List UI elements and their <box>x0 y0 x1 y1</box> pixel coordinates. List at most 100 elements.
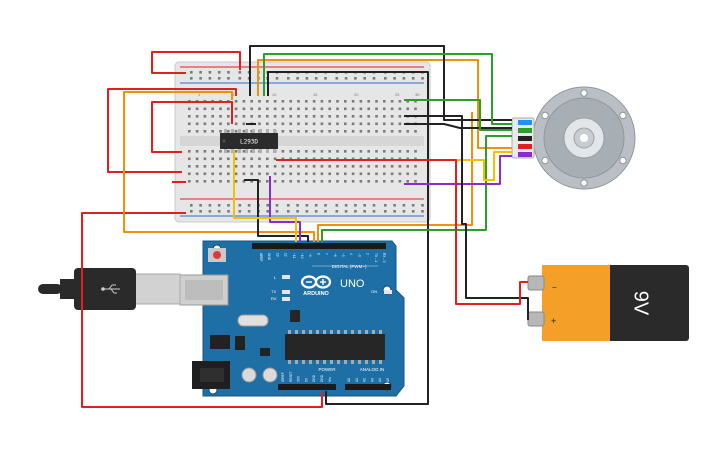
wire-red-battery[interactable] <box>276 159 528 305</box>
rail-hole[interactable] <box>344 77 348 80</box>
breadboard-hole[interactable] <box>383 130 386 133</box>
breadboard-hole[interactable] <box>367 100 370 103</box>
wire-orange-enable[interactable] <box>123 91 315 242</box>
breadboard-hole[interactable] <box>211 107 214 111</box>
breadboard-hole[interactable] <box>281 100 285 103</box>
breadboard-hole[interactable] <box>219 172 222 176</box>
wire-orange-motor[interactable] <box>257 59 512 149</box>
breadboard-hole[interactable] <box>312 180 316 183</box>
rail-hole[interactable] <box>324 77 327 80</box>
breadboard-hole[interactable] <box>234 107 238 111</box>
breadboard-hole[interactable] <box>336 107 339 111</box>
breadboard-hole[interactable] <box>289 150 292 153</box>
breadboard-hole[interactable] <box>266 165 269 168</box>
breadboard-hole[interactable] <box>351 107 355 111</box>
rail-hole[interactable] <box>199 71 202 74</box>
breadboard-hole[interactable] <box>328 150 331 153</box>
breadboard-hole[interactable] <box>398 115 402 118</box>
breadboard-hole[interactable] <box>289 107 292 111</box>
breadboard-hole[interactable] <box>359 122 363 126</box>
breadboard[interactable]: 1 5 10 15 20 25 30 <box>174 61 431 223</box>
breadboard-hole[interactable] <box>203 150 207 153</box>
breadboard-hole[interactable] <box>414 165 417 168</box>
breadboard-hole[interactable] <box>359 180 363 183</box>
breadboard-hole[interactable] <box>273 165 277 168</box>
rail-hole[interactable] <box>275 210 279 213</box>
rail-hole[interactable] <box>354 204 357 207</box>
breadboard-hole[interactable] <box>320 157 324 161</box>
breadboard-hole[interactable] <box>375 180 378 183</box>
breadboard-hole[interactable] <box>398 150 402 153</box>
breadboard-hole[interactable] <box>211 157 214 161</box>
breadboard-hole[interactable] <box>242 107 246 111</box>
breadboard-hole[interactable] <box>383 172 386 176</box>
rail-hole[interactable] <box>238 77 242 80</box>
wire-yellow[interactable] <box>233 150 297 242</box>
breadboard-hole[interactable] <box>344 100 347 103</box>
breadboard-hole[interactable] <box>258 122 261 126</box>
rail-hole[interactable] <box>199 204 202 207</box>
reset-button[interactable] <box>208 248 226 262</box>
breadboard-hole[interactable] <box>211 165 214 168</box>
breadboard-hole[interactable] <box>336 172 339 176</box>
rail-hole[interactable] <box>314 77 318 80</box>
breadboard-hole[interactable] <box>234 165 238 168</box>
breadboard-hole[interactable] <box>383 157 386 161</box>
breadboard-hole[interactable] <box>227 165 230 168</box>
rail-hole[interactable] <box>344 210 348 213</box>
breadboard-hole[interactable] <box>305 180 308 183</box>
breadboard-hole[interactable] <box>266 122 269 126</box>
breadboard-hole[interactable] <box>242 130 246 133</box>
wire-red-vcc[interactable] <box>107 88 237 173</box>
breadboard-hole[interactable] <box>266 157 269 161</box>
breadboard-hole[interactable] <box>351 165 355 168</box>
breadboard-hole[interactable] <box>203 122 207 126</box>
rail-hole[interactable] <box>363 204 366 207</box>
breadboard-hole[interactable] <box>219 157 222 161</box>
breadboard-hole[interactable] <box>281 157 285 161</box>
breadboard-hole[interactable] <box>359 157 363 161</box>
rail-hole[interactable] <box>296 210 299 213</box>
breadboard-hole[interactable] <box>297 107 300 111</box>
breadboard-hole[interactable] <box>266 172 269 176</box>
breadboard-hole[interactable] <box>375 107 378 111</box>
breadboard-hole[interactable] <box>242 172 246 176</box>
breadboard-hole[interactable] <box>344 157 347 161</box>
breadboard-hole[interactable] <box>390 130 394 133</box>
breadboard-hole[interactable] <box>297 157 300 161</box>
rail-hole[interactable] <box>363 210 366 213</box>
rail-hole[interactable] <box>411 210 415 213</box>
breadboard-hole[interactable] <box>336 180 339 183</box>
rail-hole[interactable] <box>238 210 242 213</box>
breadboard-hole[interactable] <box>367 172 370 176</box>
breadboard-hole[interactable] <box>406 157 409 161</box>
breadboard-hole[interactable] <box>219 180 222 183</box>
breadboard-hole[interactable] <box>289 165 292 168</box>
breadboard-hole[interactable] <box>273 180 277 183</box>
breadboard-hole[interactable] <box>281 180 285 183</box>
breadboard-hole[interactable] <box>273 172 277 176</box>
breadboard-hole[interactable] <box>398 100 402 103</box>
rail-hole[interactable] <box>247 210 251 213</box>
breadboard-hole[interactable] <box>390 115 394 118</box>
breadboard-hole[interactable] <box>188 180 191 183</box>
breadboard-hole[interactable] <box>414 172 417 176</box>
rail-hole[interactable] <box>305 204 309 207</box>
breadboard-hole[interactable] <box>250 150 253 153</box>
breadboard-hole[interactable] <box>383 100 386 103</box>
rail-hole[interactable] <box>384 77 387 80</box>
analog-header[interactable] <box>345 384 391 390</box>
wire-purple[interactable] <box>269 176 301 242</box>
breadboard-hole[interactable] <box>281 165 285 168</box>
breadboard-hole[interactable] <box>195 150 199 153</box>
breadboard-hole[interactable] <box>188 107 191 111</box>
breadboard-hole[interactable] <box>203 107 207 111</box>
breadboard-hole[interactable] <box>203 157 207 161</box>
breadboard-hole[interactable] <box>242 115 246 118</box>
breadboard-hole[interactable] <box>266 180 269 183</box>
rail-hole[interactable] <box>208 71 212 74</box>
rail-hole[interactable] <box>208 210 212 213</box>
rail-hole[interactable] <box>344 204 348 207</box>
battery-terminal-positive[interactable] <box>527 275 545 291</box>
rail-hole[interactable] <box>384 204 387 207</box>
